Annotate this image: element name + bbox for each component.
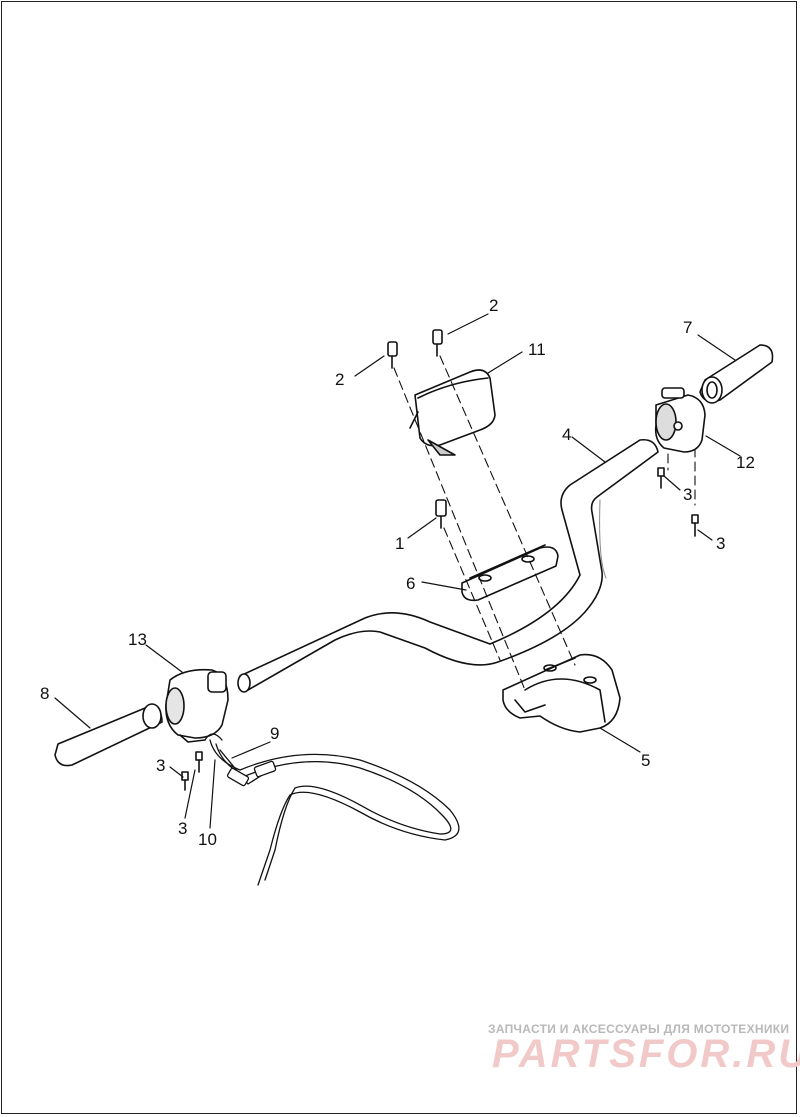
callout-1: 1 xyxy=(395,534,404,553)
callout-3a: 3 xyxy=(683,485,692,504)
screw-1 xyxy=(435,499,447,529)
indicator-housing xyxy=(414,369,496,447)
callout-3b: 3 xyxy=(716,534,725,553)
callout-12: 12 xyxy=(736,453,755,472)
callout-4: 4 xyxy=(562,425,571,444)
callout-8: 8 xyxy=(40,684,49,703)
callout-2b: 2 xyxy=(489,296,498,315)
riser-base xyxy=(502,653,621,733)
wiring-harness xyxy=(204,733,460,886)
callout-13: 13 xyxy=(128,630,147,649)
screw-3b xyxy=(691,514,699,537)
callout-7: 7 xyxy=(683,318,692,337)
callout-10: 10 xyxy=(198,830,217,849)
screw-3d xyxy=(195,751,203,773)
handlebar xyxy=(239,438,659,691)
screw-2a xyxy=(387,341,398,369)
callout-9: 9 xyxy=(270,724,279,743)
screw-2b xyxy=(432,329,443,357)
watermark-tagline: ЗАПЧАСТИ И АКСЕССУАРЫ ДЛЯ МОТОТЕХНИКИ xyxy=(488,1022,790,1036)
callout-2a: 2 xyxy=(335,370,344,389)
callout-3c: 3 xyxy=(156,756,165,775)
callout-5: 5 xyxy=(641,751,650,770)
screw-3c xyxy=(181,771,189,791)
screw-3a xyxy=(657,467,665,489)
callout-11: 11 xyxy=(528,340,546,359)
callout-6: 6 xyxy=(406,574,415,593)
watermark-brand: PARTSFOR.RU xyxy=(492,1032,800,1076)
callout-3d: 3 xyxy=(178,819,187,838)
